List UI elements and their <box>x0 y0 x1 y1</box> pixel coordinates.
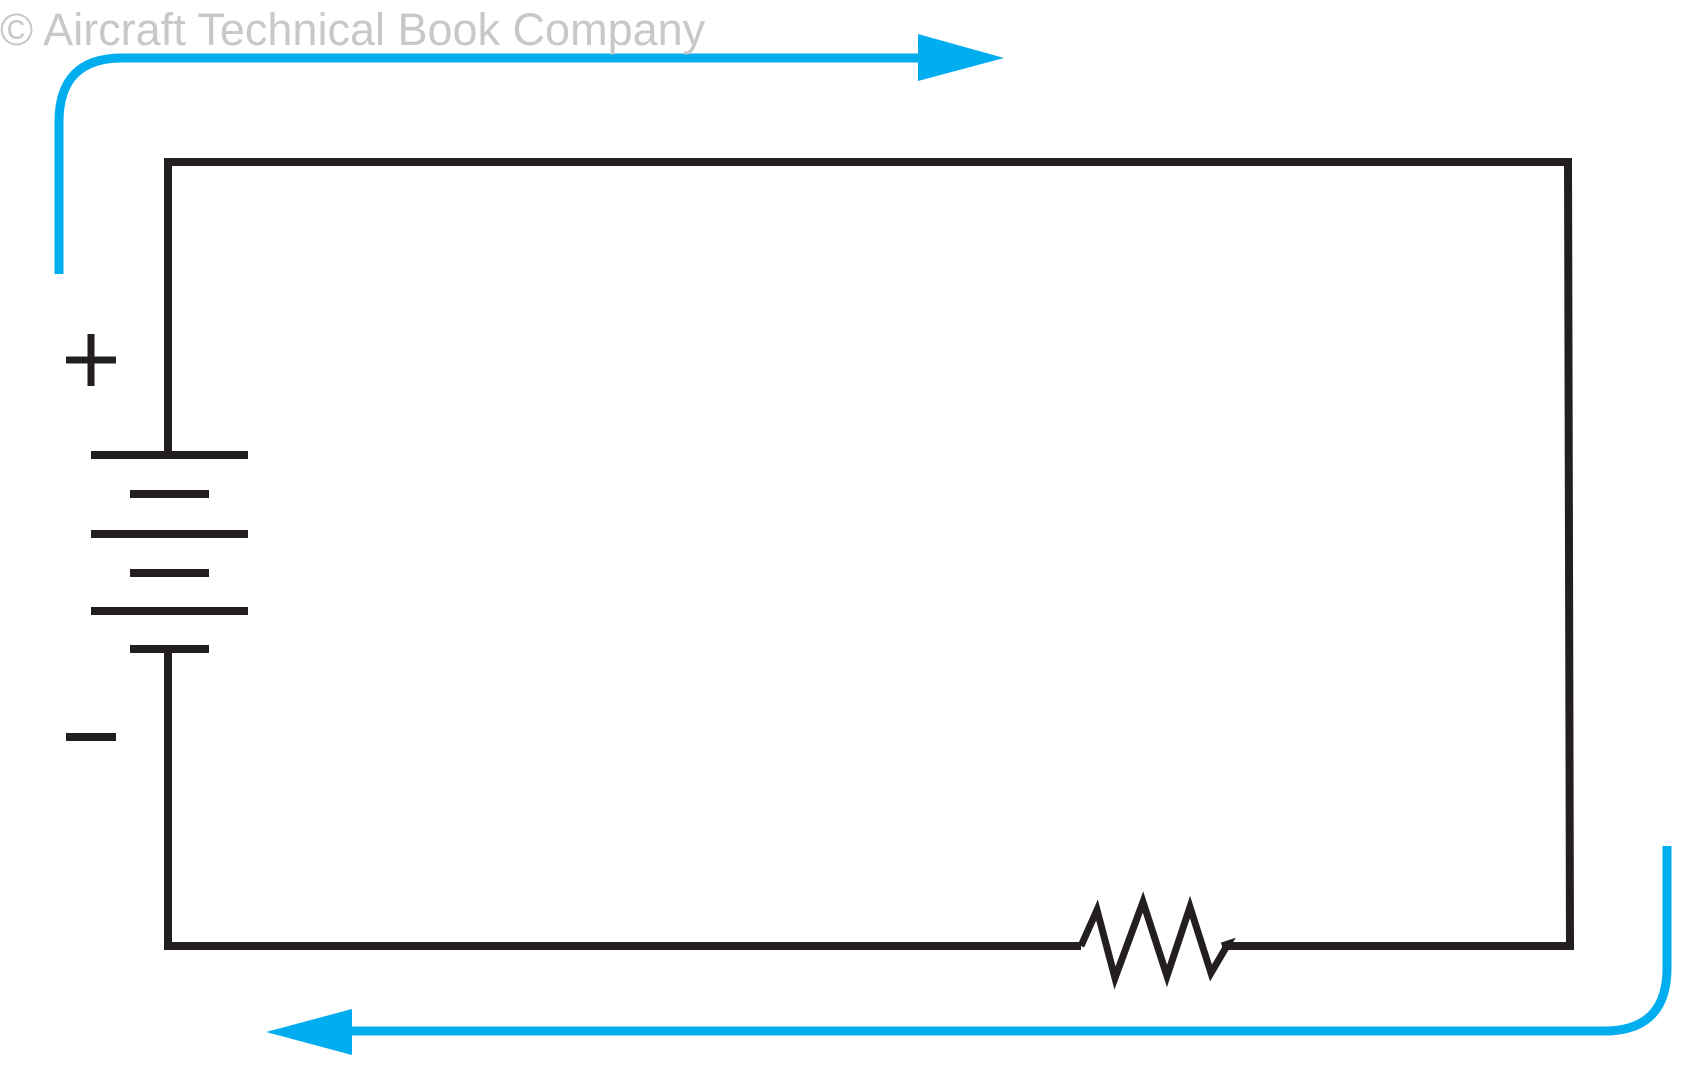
bottom-flow-arrow <box>266 846 1672 1055</box>
circuit-wires <box>164 158 1575 950</box>
bottom-arrowhead <box>266 1009 352 1055</box>
battery <box>91 451 248 653</box>
top-flow-arrow <box>54 34 1004 274</box>
wire-bottom-left <box>164 648 1081 950</box>
top-arrowhead <box>918 34 1004 81</box>
copyright-watermark: © Aircraft Technical Book Company <box>0 4 706 55</box>
resistor <box>1077 891 1236 990</box>
wire-top-right <box>164 158 1575 950</box>
plus-sign-shape <box>66 334 116 386</box>
